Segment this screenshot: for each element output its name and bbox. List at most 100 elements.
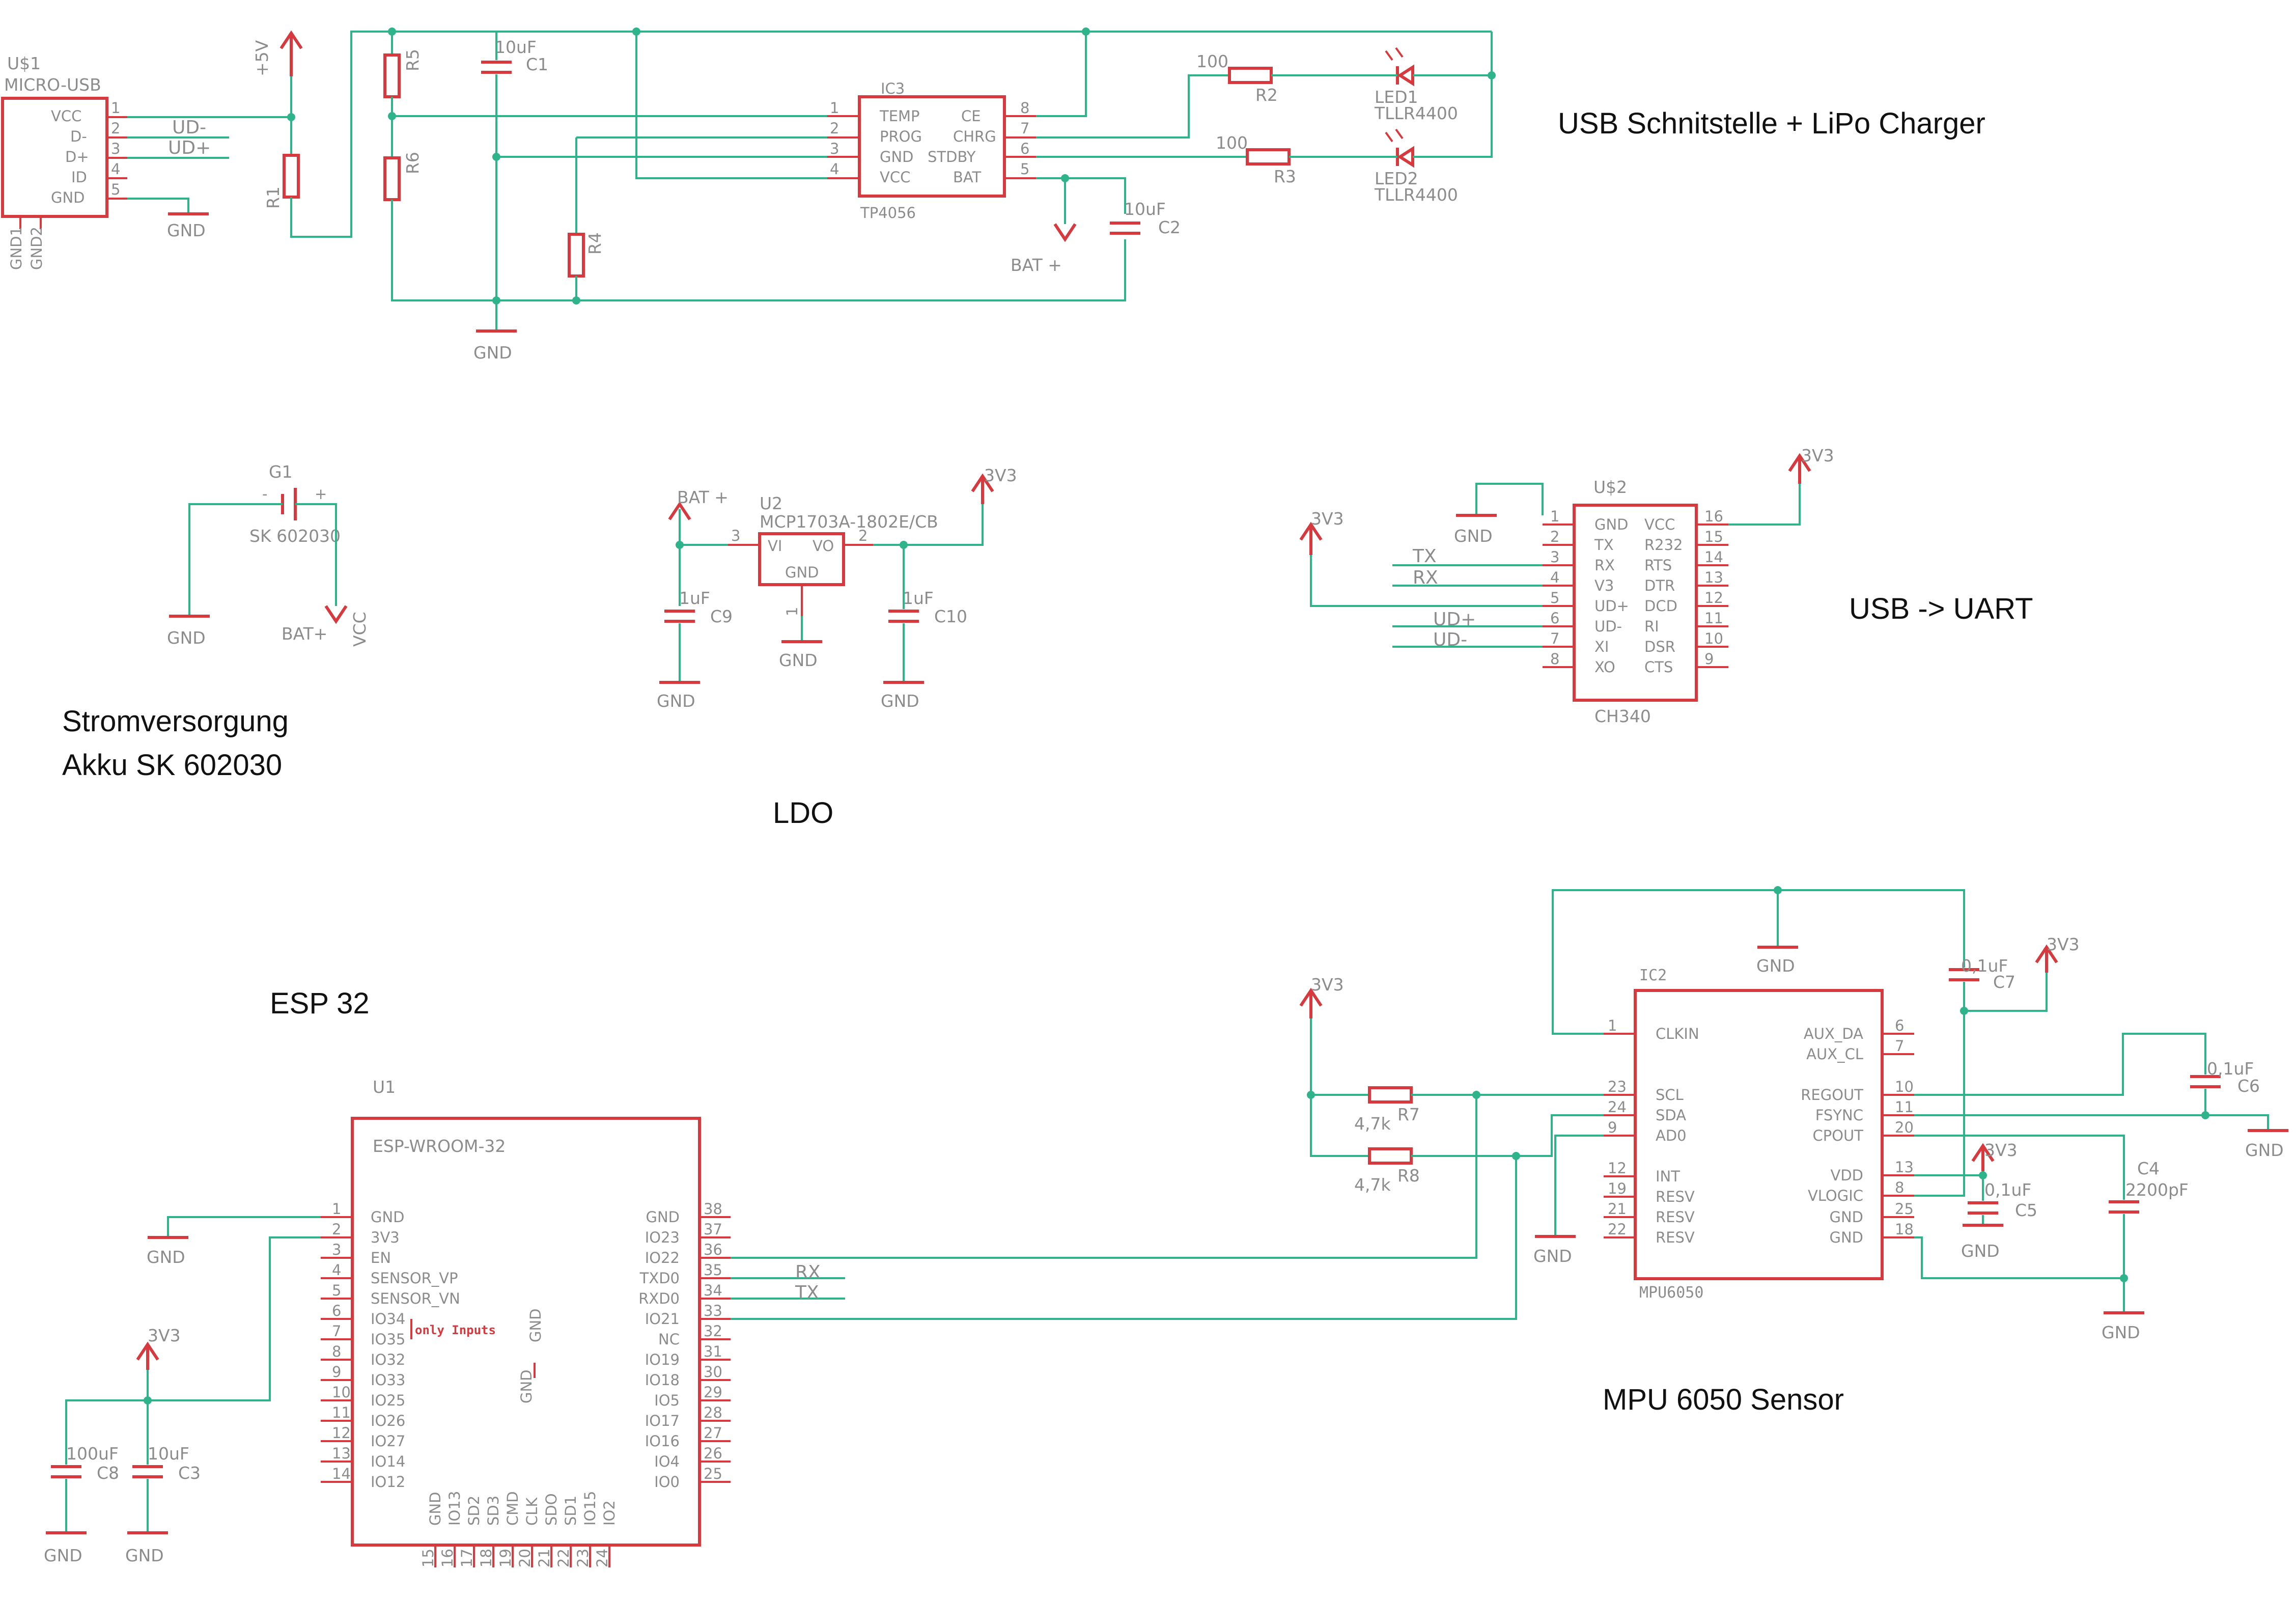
svg-text:4,7k: 4,7k bbox=[1354, 1114, 1391, 1134]
mpu-left-pin: SCL bbox=[1656, 1086, 1684, 1104]
title-power-supply: Stromversorgung bbox=[62, 705, 289, 738]
svg-text:GND: GND bbox=[527, 1309, 544, 1343]
svg-text:C6: C6 bbox=[2237, 1076, 2260, 1096]
usb-pinnum-3: 3 bbox=[111, 140, 120, 157]
usb-connector: U$1 MICRO-USB VCC D- D+ ID GND 1 2 3 4 5… bbox=[1, 53, 127, 270]
svg-text:GND: GND bbox=[1454, 526, 1493, 546]
usb-pin-id: ID bbox=[71, 169, 87, 186]
svg-text:VCC: VCC bbox=[350, 612, 370, 647]
esp-right-pinnum: 29 bbox=[704, 1384, 722, 1401]
usb-pin-dplus: D+ bbox=[65, 148, 89, 166]
svg-text:CHRG: CHRG bbox=[953, 128, 996, 145]
battery-g1: G1 - + SK 602030 bbox=[249, 462, 341, 546]
esp-left-pinnum: 10 bbox=[332, 1384, 351, 1401]
mpu-right-pin: VDD bbox=[1831, 1167, 1864, 1184]
svg-text:C4: C4 bbox=[2137, 1159, 2160, 1178]
mpu-left-pin: RESV bbox=[1656, 1208, 1695, 1226]
esp-bottom-pinnum: 23 bbox=[574, 1549, 592, 1567]
svg-text:BAT: BAT bbox=[953, 169, 981, 186]
svg-text:BAT +: BAT + bbox=[677, 487, 729, 507]
svg-text:PROG: PROG bbox=[880, 128, 922, 145]
svg-text:+: + bbox=[315, 485, 327, 503]
svg-text:VO: VO bbox=[813, 537, 834, 555]
svg-text:2: 2 bbox=[830, 120, 839, 137]
svg-text:C10: C10 bbox=[934, 607, 967, 626]
net-tx-ch340: TX bbox=[1412, 546, 1437, 567]
mpu-left-pinnum: 24 bbox=[1608, 1098, 1627, 1116]
mpu-left-pin: AD0 bbox=[1656, 1127, 1687, 1144]
ch340-right-pin: DCD bbox=[1644, 597, 1677, 615]
svg-text:GND: GND bbox=[147, 1247, 185, 1267]
svg-text:GND: GND bbox=[473, 343, 512, 363]
ch340-left-pinnum: 8 bbox=[1550, 650, 1559, 668]
svg-text:GND: GND bbox=[881, 691, 919, 711]
v3v3-symbol-mpu-vdd: 3V3 bbox=[1971, 1140, 2018, 1171]
esp-right-pinnum: 28 bbox=[704, 1404, 722, 1421]
svg-text:GND: GND bbox=[657, 691, 695, 711]
usb-shield-gnd2: GND2 bbox=[28, 227, 45, 270]
esp-bottom-pinnum: 20 bbox=[516, 1549, 534, 1567]
gnd-symbol-fsync: GND bbox=[2245, 1129, 2288, 1160]
esp-left-pin: IO34 bbox=[371, 1310, 405, 1328]
svg-text:VCC: VCC bbox=[880, 169, 910, 186]
gnd-symbol-battery: GND bbox=[167, 615, 210, 648]
ch340-right-pinnum: 16 bbox=[1704, 508, 1723, 525]
capacitor-c5: 0,1uF C5 bbox=[1968, 1180, 2037, 1220]
svg-text:10uF: 10uF bbox=[1124, 199, 1166, 219]
net-ud-minus-usb: UD- bbox=[172, 117, 206, 138]
esp-bottom-pin: IO2 bbox=[601, 1500, 618, 1526]
ch340-left-pin: GND bbox=[1594, 516, 1629, 533]
title-ldo: LDO bbox=[773, 796, 833, 830]
esp-right-pin: IO23 bbox=[645, 1229, 680, 1246]
mpu-left-pin: RESV bbox=[1656, 1229, 1695, 1246]
esp-left-pinnum: 7 bbox=[332, 1323, 341, 1340]
esp-bottom-pin: SD2 bbox=[465, 1496, 483, 1526]
mpu-left-pinnum: 22 bbox=[1608, 1221, 1627, 1238]
charger-ic-tp4056: IC3 TEMP PROG GND VCC 1 2 3 4 CE CHRG ST… bbox=[827, 80, 1036, 222]
capacitor-c4: C4 2200pF bbox=[2109, 1159, 2189, 1214]
ch340-left-pin: XI bbox=[1594, 638, 1609, 655]
esp-right-pinnum: 31 bbox=[704, 1343, 722, 1360]
svg-text:BAT +: BAT + bbox=[1011, 255, 1062, 275]
esp-right-pinnum: 34 bbox=[704, 1282, 722, 1299]
esp-right-pin: IO16 bbox=[645, 1432, 680, 1450]
svg-text:3V3: 3V3 bbox=[1311, 509, 1344, 529]
ch340-left-pin: V3 bbox=[1594, 577, 1614, 594]
svg-text:R2: R2 bbox=[1255, 85, 1278, 105]
svg-text:GND: GND bbox=[1961, 1241, 2000, 1261]
svg-text:R8: R8 bbox=[1397, 1166, 1420, 1186]
esp-right-pinnum: 38 bbox=[704, 1200, 722, 1218]
capacitor-c10: 1uF C10 bbox=[888, 588, 967, 626]
svg-text:GND: GND bbox=[1533, 1246, 1572, 1266]
bat-plus-symbol-battery: BAT+ VCC bbox=[282, 605, 370, 647]
capacitor-c1: 10uF C1 bbox=[481, 37, 548, 74]
capacitor-c3: 10uF C3 bbox=[132, 1444, 201, 1483]
svg-text:1: 1 bbox=[783, 607, 801, 616]
svg-text:3V3: 3V3 bbox=[1311, 975, 1344, 995]
esp-left-pinnum: 5 bbox=[332, 1282, 341, 1299]
svg-text:GND: GND bbox=[1756, 956, 1795, 976]
ch340-right-pin: VCC bbox=[1644, 516, 1675, 533]
esp-right-pinnum: 26 bbox=[704, 1445, 722, 1462]
net-tx-esp: TX bbox=[795, 1282, 819, 1303]
mpu-right-pinnum: 11 bbox=[1895, 1098, 1914, 1116]
svg-text:CH340: CH340 bbox=[1594, 706, 1651, 726]
esp-right-pin: IO21 bbox=[645, 1310, 680, 1328]
svg-text:R7: R7 bbox=[1397, 1105, 1420, 1124]
svg-text:3V3: 3V3 bbox=[1801, 446, 1834, 465]
ch340-left-pin: RX bbox=[1594, 557, 1615, 574]
mpu-right-pin: CPOUT bbox=[1812, 1127, 1863, 1144]
plus5v-symbol: +5V bbox=[252, 30, 303, 76]
gnd-symbol-esp: GND bbox=[147, 1236, 188, 1267]
esp-left-pinnum: 8 bbox=[332, 1343, 341, 1360]
title-usb-charger: USB Schnitstelle + LiPo Charger bbox=[1558, 107, 1985, 140]
svg-text:C3: C3 bbox=[178, 1463, 201, 1483]
svg-text:GND: GND bbox=[125, 1546, 164, 1565]
mpu-right-pin: GND bbox=[1830, 1208, 1864, 1226]
svg-text:0,1uF: 0,1uF bbox=[2207, 1059, 2254, 1079]
led2: LED2 TLLR4400 bbox=[1374, 128, 1458, 205]
svg-text:CE: CE bbox=[961, 107, 981, 125]
ch340-right-pinnum: 14 bbox=[1704, 548, 1723, 566]
